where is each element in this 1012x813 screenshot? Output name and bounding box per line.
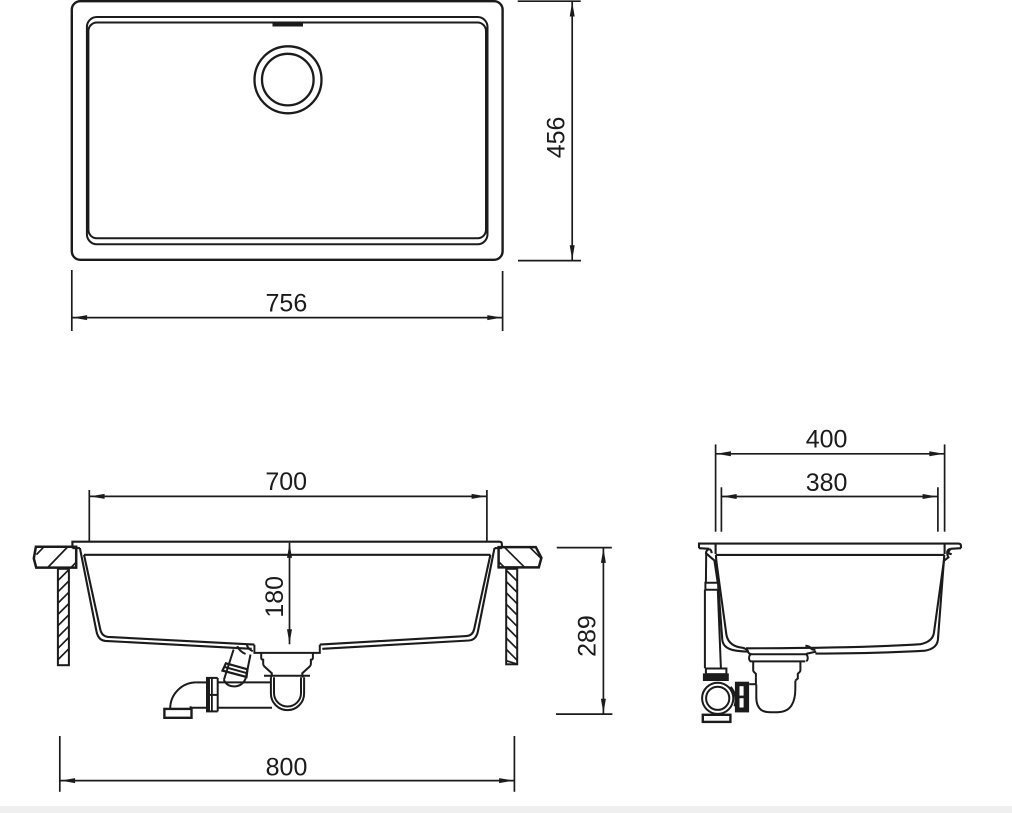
svg-text:380: 380 bbox=[806, 469, 848, 497]
svg-text:700: 700 bbox=[265, 468, 307, 496]
svg-text:289: 289 bbox=[574, 615, 602, 657]
svg-text:800: 800 bbox=[266, 754, 308, 782]
svg-text:456: 456 bbox=[543, 117, 571, 159]
svg-text:180: 180 bbox=[261, 576, 289, 618]
svg-text:400: 400 bbox=[806, 425, 848, 453]
svg-text:756: 756 bbox=[266, 289, 308, 317]
